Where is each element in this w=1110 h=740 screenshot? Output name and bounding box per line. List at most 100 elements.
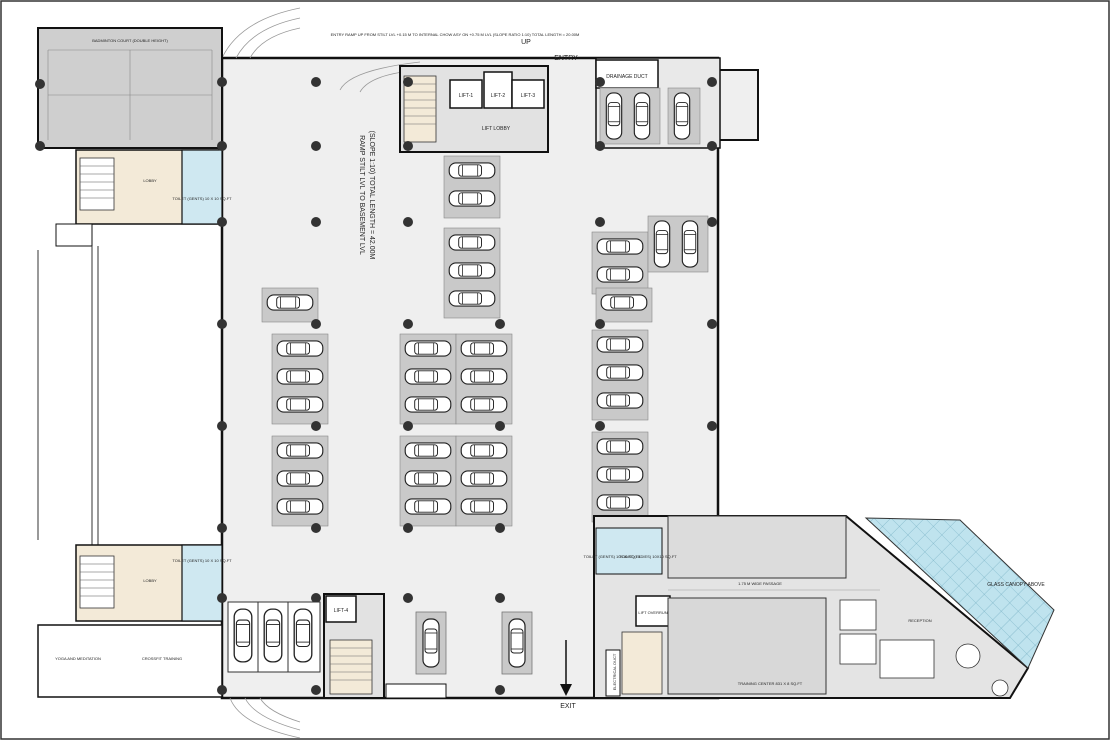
column-marker: [595, 421, 605, 431]
lift3-label: LIFT-3: [521, 93, 536, 99]
parking-stall-group: [595, 287, 653, 323]
bottom-stalls: [227, 601, 533, 675]
car-icon: [276, 396, 324, 413]
car-icon: [596, 336, 644, 353]
parking-stall-group: [591, 329, 649, 421]
car-icon: [276, 368, 324, 385]
car-icon: [276, 498, 324, 515]
column-marker: [217, 685, 227, 695]
parking-stall-group: [443, 227, 501, 319]
car-icon: [596, 266, 644, 283]
car-icon: [633, 92, 651, 140]
toilet-ladies-label: TOILET (LADIES) 10X10 SQ.FT: [619, 554, 677, 559]
lift4-label: LIFT-4: [334, 608, 349, 614]
training-label: TRAINING CENTER 831 X 8 SQ.FT: [738, 681, 803, 686]
parking-stall-group: [399, 333, 457, 425]
column-marker: [311, 77, 321, 87]
car-icon: [276, 442, 324, 459]
lobby-top-label: LOBBY: [143, 178, 157, 183]
ramp-label-2: (SLOPE 1:10) TOTAL LENGTH = 42.00M: [368, 131, 375, 260]
lobby-block-bottom: LOBBY TOILET (GENTS) 10 X 10 SQ.FT: [75, 544, 232, 622]
reception-label: RECEPTION: [908, 618, 931, 623]
glass-canopy-label-1: GLASS CANOPY ABOVE: [987, 582, 1045, 588]
column-marker: [595, 319, 605, 329]
entry-label: ENTRY: [554, 55, 578, 62]
car-icon: [673, 92, 691, 140]
exit-arrow: EXIT: [560, 640, 577, 710]
toilet-top-label: TOILET (GENTS) 10 X 10 SQ.FT: [172, 196, 232, 201]
lift2-label: LIFT-2: [491, 93, 506, 99]
car-icon: [600, 294, 648, 311]
car-icon: [276, 470, 324, 487]
structural-columns: [35, 77, 717, 695]
column-marker: [403, 141, 413, 151]
column-marker: [403, 593, 413, 603]
car-icon: [596, 392, 644, 409]
car-icon: [596, 494, 644, 511]
entry-note: ENTRY RAMP UP FROM STILT LVL +0.15 M TO …: [331, 32, 580, 37]
column-marker: [311, 685, 321, 695]
car-icon: [596, 438, 644, 455]
parking-stall-group: [455, 435, 513, 527]
exit-label: EXIT: [560, 703, 576, 710]
column-marker: [217, 77, 227, 87]
column-marker: [311, 217, 321, 227]
car-icon: [448, 234, 496, 251]
column-marker: [311, 141, 321, 151]
car-icon: [448, 290, 496, 307]
car-icon: [460, 470, 508, 487]
column-marker: [595, 77, 605, 87]
column-marker: [495, 523, 505, 533]
ramp-label-1: RAMP STILT LVL TO BASEMENT LVL: [358, 135, 365, 255]
column-marker: [311, 523, 321, 533]
badminton-court: BADMINTON COURT (DOUBLE HEIGHT): [37, 27, 223, 149]
lobby-block-top: LOBBY TOILET (GENTS) 10 X 10 SQ.FT: [55, 149, 232, 247]
lift-lobby-label: LIFT LOBBY: [482, 126, 511, 132]
car-icon: [404, 340, 452, 357]
lift1-label: LIFT-1: [459, 93, 474, 99]
toilet-bottom-label: TOILET (GENTS) 10 X 10 SQ.FT: [172, 558, 232, 563]
column-marker: [707, 319, 717, 329]
ramp-curves: [221, 7, 421, 739]
car-icon: [681, 220, 699, 268]
parking-stall-group: [667, 87, 701, 145]
car-icon: [460, 396, 508, 413]
car-icon: [404, 368, 452, 385]
column-marker: [707, 421, 717, 431]
car-icon: [605, 92, 623, 140]
parking-stall-group: [591, 431, 649, 523]
parking-stall-group: [261, 287, 319, 323]
up-label: UP: [521, 39, 531, 46]
parking-stall-group: [399, 435, 457, 527]
parking-stalls: [261, 87, 709, 527]
badminton-label: BADMINTON COURT (DOUBLE HEIGHT): [92, 38, 168, 43]
parking-stall-group: [271, 435, 329, 527]
car-icon: [460, 442, 508, 459]
car-icon: [276, 340, 324, 357]
office-complex: TOILET (GENTS) 10X10 SQ.FT TOILET (LADIE…: [584, 515, 1030, 699]
column-marker: [311, 593, 321, 603]
column-marker: [707, 141, 717, 151]
car-icon: [460, 498, 508, 515]
column-marker: [495, 593, 505, 603]
car-icon: [266, 294, 314, 311]
column-marker: [495, 685, 505, 695]
column-marker: [595, 217, 605, 227]
left-courtyard: [37, 246, 99, 545]
passage-label: 1.75 M WIDE PASSAGE: [738, 581, 782, 586]
electrical-duct-label: ELECTRICAL DUCT: [612, 653, 617, 690]
car-icon: [596, 238, 644, 255]
car-icon: [448, 262, 496, 279]
column-marker: [707, 77, 717, 87]
car-icon: [460, 368, 508, 385]
column-marker: [311, 421, 321, 431]
drainage-label: DRAINAGE DUCT: [606, 74, 647, 80]
parking-stall-group: [591, 231, 649, 295]
column-marker: [707, 217, 717, 227]
glass-canopy: GLASS CANOPY ABOVE: [864, 517, 1055, 669]
column-marker: [495, 319, 505, 329]
column-marker: [217, 593, 227, 603]
column-marker: [403, 523, 413, 533]
car-icon: [404, 470, 452, 487]
